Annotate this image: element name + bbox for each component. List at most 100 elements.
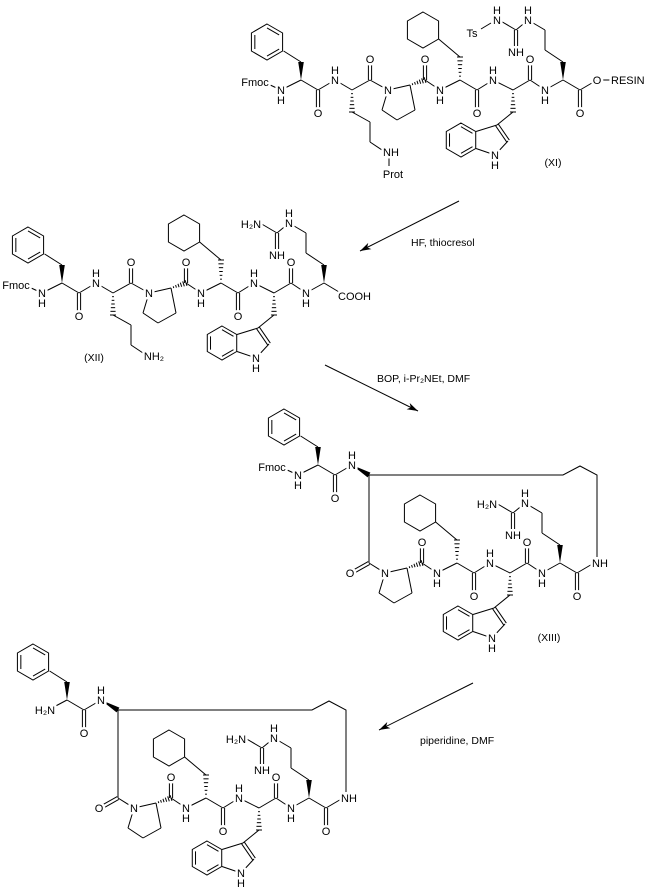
aromatic-bond xyxy=(221,349,234,357)
atom-nh: NH xyxy=(341,793,357,805)
single-bond xyxy=(305,282,325,294)
atom-o: O xyxy=(272,772,281,784)
reaction-conditions: piperidine, DMF xyxy=(420,735,494,747)
single-bond xyxy=(155,802,162,829)
single-bond xyxy=(475,148,496,156)
single-bond xyxy=(459,79,478,91)
phenyl-ring xyxy=(11,226,45,264)
single-bond xyxy=(49,699,68,710)
cyclohexyl-ring xyxy=(406,11,440,49)
atom-n: N xyxy=(130,803,138,815)
aromatic-bond xyxy=(32,647,46,656)
single-bond xyxy=(369,141,386,153)
wedge-bond xyxy=(298,62,304,80)
amine-h2n: H₂N xyxy=(226,734,246,746)
atom-o: O xyxy=(322,826,331,838)
single-bond xyxy=(409,84,416,111)
hash-bond xyxy=(416,80,419,85)
indole-benzene-ring xyxy=(445,122,477,158)
atom-h: H xyxy=(182,813,190,825)
aromatic-bond xyxy=(206,844,219,852)
hash-bond xyxy=(411,564,413,568)
atom-o: O xyxy=(80,728,89,740)
single-bond xyxy=(436,562,458,574)
single-bond xyxy=(28,286,43,294)
aromatic-bond xyxy=(283,412,297,421)
atom-n: N xyxy=(433,568,441,580)
atom-n: N xyxy=(294,470,302,482)
single-bond xyxy=(142,827,162,839)
single-bond xyxy=(300,79,319,91)
amine-h2n: H₂N xyxy=(35,705,55,717)
atom-n: N xyxy=(182,803,190,815)
single-bond xyxy=(200,282,222,294)
atom-o: O xyxy=(75,311,84,323)
single-bond xyxy=(544,79,564,91)
single-bond xyxy=(280,79,302,91)
double-bond xyxy=(243,841,256,859)
wedge-bond xyxy=(557,545,563,563)
atom-n: N xyxy=(538,568,546,580)
aromatic-bond xyxy=(27,251,41,260)
fmoc-group: Fmoc xyxy=(258,462,286,474)
atom-o: O xyxy=(167,772,176,784)
single-bond xyxy=(496,111,514,126)
atom-n: N xyxy=(331,75,339,87)
single-bond xyxy=(95,282,114,294)
atom-h: H xyxy=(250,268,258,280)
single-bond xyxy=(112,282,132,294)
single-bond xyxy=(238,797,260,809)
single-bond xyxy=(220,282,239,294)
single-bond xyxy=(480,22,492,30)
arrow-head xyxy=(360,242,372,251)
single-bond xyxy=(290,282,307,294)
single-bond xyxy=(317,464,336,476)
single-bond xyxy=(406,567,413,594)
single-bond xyxy=(49,670,68,683)
single-bond xyxy=(393,592,413,604)
aromatic-bond xyxy=(457,609,470,617)
atom-h: H xyxy=(433,578,441,590)
single-bond xyxy=(305,252,325,266)
hash-bond xyxy=(421,78,424,84)
single-bond xyxy=(185,797,207,809)
single-bond xyxy=(66,699,85,711)
single-bond xyxy=(236,327,259,335)
single-bond xyxy=(205,797,224,809)
atom-o: O xyxy=(219,826,228,838)
single-bond xyxy=(544,49,564,63)
single-bond xyxy=(244,737,263,749)
hash-bond xyxy=(160,799,162,803)
single-bond xyxy=(185,282,202,294)
amine-h2n: H₂N xyxy=(477,499,497,511)
macrocycle-linker xyxy=(118,700,347,792)
resin: RESIN xyxy=(611,75,645,87)
atom-n: N xyxy=(491,150,499,162)
single-bond xyxy=(476,79,494,91)
single-bond xyxy=(157,312,177,324)
atom-nh: NH xyxy=(269,250,285,262)
indole-benzene-ring xyxy=(206,325,238,361)
atom-nh: NH xyxy=(383,147,399,159)
atom-o: O xyxy=(593,75,602,87)
single-bond xyxy=(435,521,458,541)
single-bond xyxy=(369,79,389,91)
hash-bond xyxy=(408,566,411,569)
atom-o: O xyxy=(366,54,375,66)
compound-label: (XII) xyxy=(84,352,104,364)
atom-n: N xyxy=(436,85,444,97)
atom-o: O xyxy=(234,311,243,323)
atom-n: N xyxy=(38,288,46,300)
atom-o: O xyxy=(573,591,582,603)
single-bond xyxy=(579,79,598,91)
cyclohexyl-ring xyxy=(403,494,437,532)
atom-h: H xyxy=(92,268,100,280)
atom-n: N xyxy=(285,218,293,230)
single-bond xyxy=(184,756,207,776)
single-bond xyxy=(424,79,441,91)
atom-n: N xyxy=(197,288,205,300)
single-bond xyxy=(351,79,371,91)
single-bond xyxy=(509,562,528,574)
single-bond xyxy=(78,282,97,294)
macrocycle-linker xyxy=(369,465,598,557)
